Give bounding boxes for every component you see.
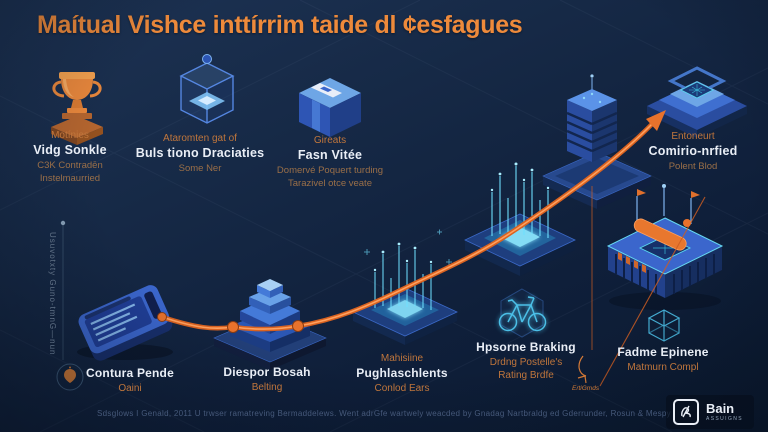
trophy-icon	[51, 72, 103, 145]
feature-title: Fasn Vitée	[297, 148, 363, 162]
feature-line: Some Ner	[178, 163, 222, 174]
brand-logo-icon	[672, 399, 699, 425]
package-icon	[299, 78, 361, 137]
brand-subtext: ASSUIGNS	[705, 416, 743, 422]
milestone-eyebrow: Mahisiine	[380, 353, 424, 364]
brand-logo-text: Bain ASSUIGNS	[706, 402, 743, 422]
milestone-diespor-bosah: Diespor Bosah Belting	[197, 365, 337, 394]
feature-line: Polent Blod	[668, 161, 718, 172]
milestone-contura-pende: Contura Pende Oaini	[60, 366, 200, 395]
feature-line: Domervé Poquert turding	[276, 165, 384, 176]
vertical-axis-label: Usuvotxty Guno-tmnG—nun	[48, 232, 57, 356]
feature-holo-cube: Ataromten gat of Buls tiono Draciaties S…	[120, 133, 280, 175]
logo-glyph-icon	[681, 405, 691, 418]
phone-icon	[77, 285, 173, 361]
milestone-hpsorne-braking: Hpsorne Braking Drdng Postelle's Rating …	[456, 340, 596, 382]
milestone-subtitle: Drdng Postelle's	[489, 357, 563, 368]
milestone-title: Fadme Epinene	[617, 345, 709, 359]
feature-chip-platform: Entoneurt Comirio-nrfied Polent Blod	[618, 131, 768, 173]
chip-platform-icon	[647, 66, 747, 138]
feature-eyebrow: Gireats	[313, 135, 347, 146]
feature-package: Gireats Fasn Vitée Domervé Poquert turdi…	[245, 135, 415, 191]
milestone-subtitle: Matmurn Compl	[627, 362, 699, 373]
feature-title: Comirio-nrfied	[648, 144, 738, 158]
bicycle-icon	[498, 288, 547, 338]
milestone-title: Hpsorne Braking	[476, 340, 576, 354]
footer-caption: Sdsglows I Genald, 2011 U trwser ramatre…	[97, 409, 671, 418]
feature-title: Vidg Sonkle	[33, 143, 107, 157]
scribble-annotation: ErtiGmds	[572, 385, 600, 392]
milestone-fadme-epinene: Fadme Epinene Matmurn Compl	[593, 345, 733, 374]
scribble-arrow-icon	[577, 355, 587, 384]
milestone-subtitle: Belting	[251, 382, 283, 393]
milestone-subtitle: Rating Brdfe	[498, 370, 554, 381]
brand-logo: Bain ASSUIGNS	[665, 395, 754, 429]
feature-trophy: Motínies Vidg Sonkle C3K Contradēn Inste…	[0, 130, 140, 186]
data-fountain-platform-b	[464, 162, 576, 276]
milestone-subtitle: Conlod Ears	[374, 383, 430, 394]
chip-building-icon	[606, 184, 724, 310]
brand-name: Bain	[705, 401, 735, 416]
page-title: Maítual Vishce inttírrim taide dl ¢esfag…	[37, 11, 523, 39]
feature-eyebrow: Motínies	[51, 130, 89, 141]
milestone-title: Contura Pende	[86, 366, 174, 380]
milestone-pughlaschlents: Mahisiine Pughlaschlents Conlod Ears	[332, 353, 472, 395]
milestone-subtitle: Oaini	[118, 383, 142, 394]
feature-line: Instelmaurried	[39, 173, 101, 185]
milestone-title: Pughlaschlents	[356, 366, 448, 380]
feature-eyebrow: Entoneurt	[671, 131, 715, 142]
feature-line: Tarazivel otce veate	[288, 178, 372, 190]
feature-title: Buls tiono Draciaties	[135, 146, 265, 160]
wireframe-cube-icon	[647, 309, 681, 342]
left-guide-line	[60, 220, 66, 360]
feature-eyebrow: Ataromten gat of	[163, 133, 237, 144]
thin-guide-lines	[577, 186, 706, 387]
feature-line: C3K Contradēn	[37, 160, 103, 171]
holo-cube-icon	[179, 54, 235, 124]
milestone-title: Diespor Bosah	[223, 365, 311, 379]
journey-curve	[157, 110, 666, 333]
award-badge-icon	[56, 363, 84, 391]
curve-arrowhead	[646, 110, 666, 131]
